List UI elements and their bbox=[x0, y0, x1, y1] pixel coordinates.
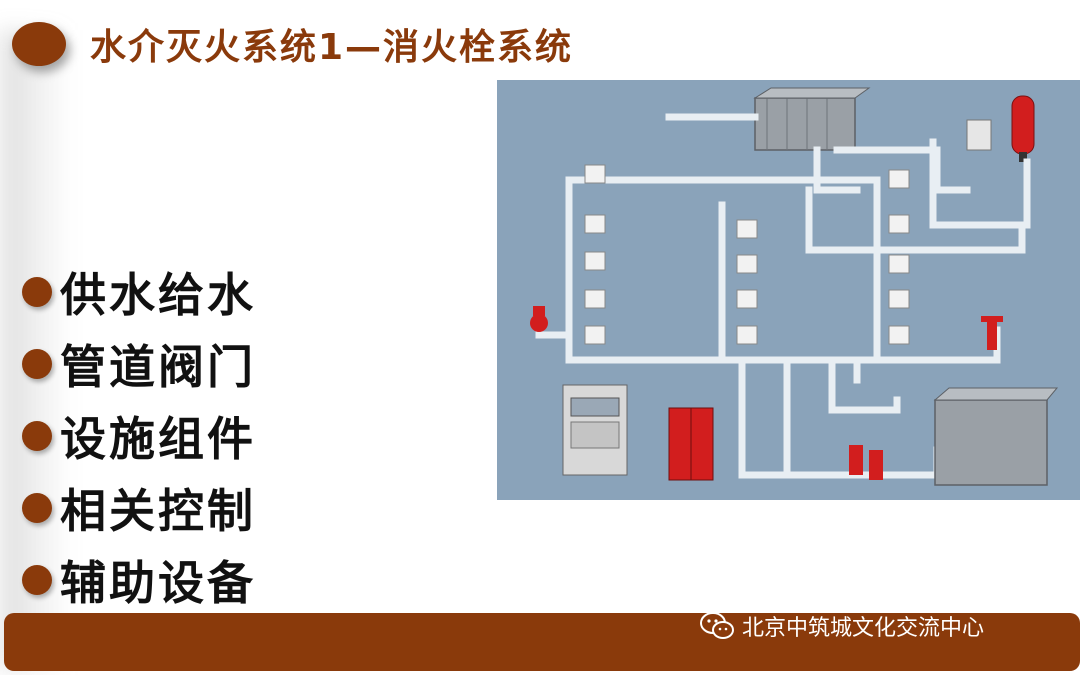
hydrant-cabinets bbox=[584, 164, 910, 345]
bullet-item: 设施组件 bbox=[22, 400, 256, 472]
watermark-text: 北京中筑城文化交流中心 bbox=[742, 616, 985, 641]
fire-control-panel bbox=[562, 384, 628, 476]
bullet-text: 供水给水 bbox=[60, 268, 256, 322]
top-control-box bbox=[966, 119, 992, 151]
bullet-text: 辅助设备 bbox=[60, 556, 256, 610]
hydrant-system-diagram bbox=[497, 80, 1080, 500]
footer-bar bbox=[4, 613, 1080, 671]
bullet-text: 相关控制 bbox=[60, 484, 256, 538]
bullet-dot bbox=[22, 349, 52, 379]
bullet-dot bbox=[22, 565, 52, 595]
roof-water-tank bbox=[753, 87, 871, 151]
bullet-item: 管道阀门 bbox=[22, 328, 256, 400]
bullet-item: 供水给水 bbox=[22, 256, 256, 328]
pressure-tank bbox=[1011, 95, 1035, 162]
bullet-dot bbox=[22, 493, 52, 523]
pipe-network bbox=[535, 113, 1031, 479]
bullet-dot bbox=[22, 421, 52, 451]
watermark: 北京中筑城文化交流中心 bbox=[700, 610, 984, 642]
bullet-text: 设施组件 bbox=[60, 412, 256, 466]
bullet-list: 供水给水 管道阀门 设施组件 相关控制 辅助设备 bbox=[22, 256, 256, 616]
fire-pumps bbox=[849, 445, 883, 480]
bullet-item: 辅助设备 bbox=[22, 544, 256, 616]
title-bullet-dot bbox=[12, 22, 66, 66]
wechat-icon bbox=[700, 612, 734, 639]
bullet-dot bbox=[22, 277, 52, 307]
pump-control-cabinet bbox=[668, 407, 714, 481]
outdoor-hydrant bbox=[981, 316, 1003, 350]
slide-title: 水介灭火系统1—消火栓系统 bbox=[90, 27, 574, 68]
fire-water-pool bbox=[933, 387, 1059, 486]
bullet-item: 相关控制 bbox=[22, 472, 256, 544]
fire-department-connector bbox=[530, 306, 548, 332]
bullet-text: 管道阀门 bbox=[60, 340, 256, 394]
